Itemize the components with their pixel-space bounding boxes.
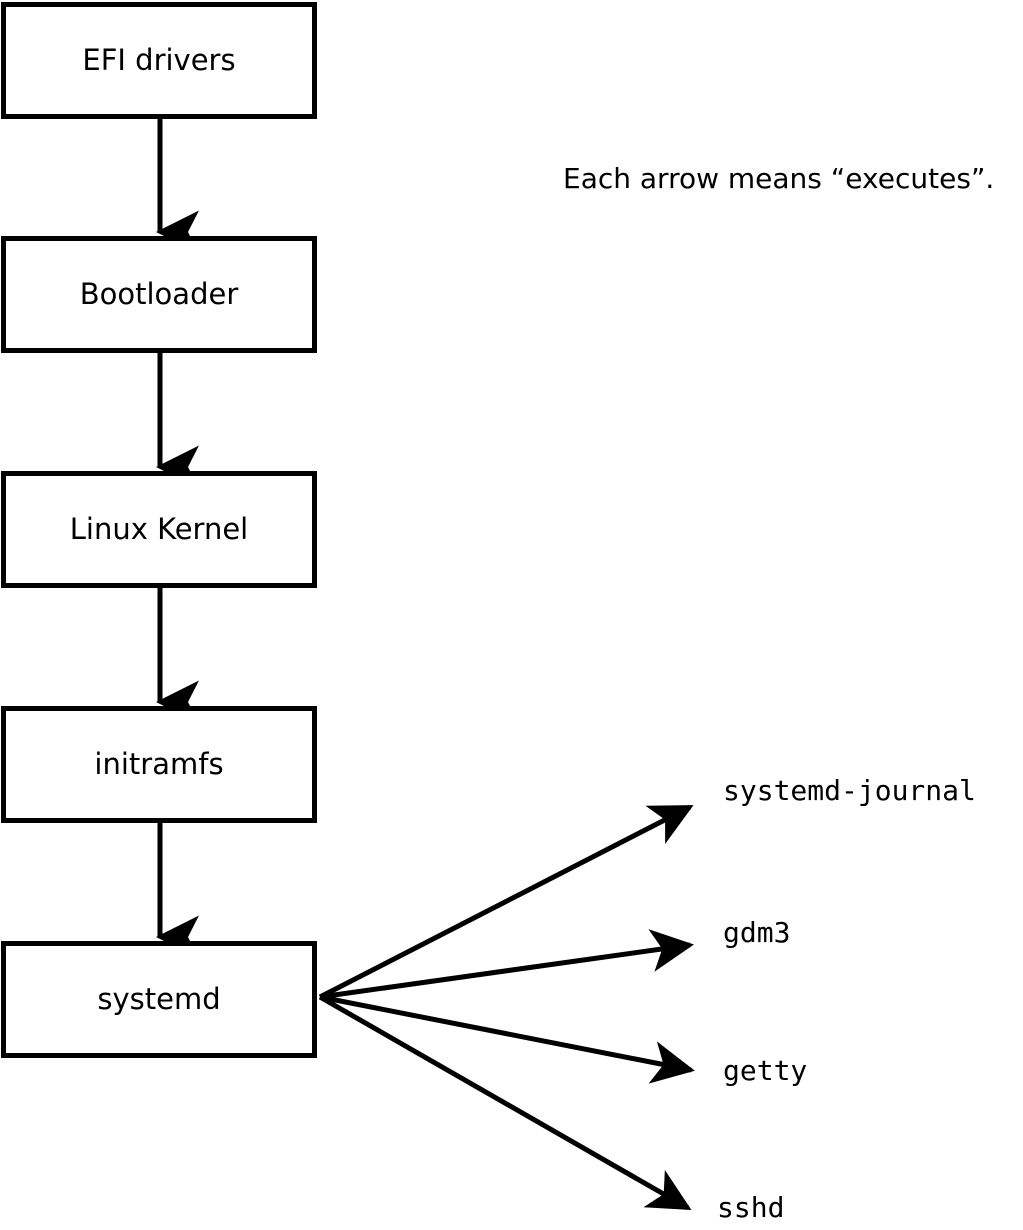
node-initramfs[interactable]: initramfs [1, 706, 317, 823]
service-label-sshd: sshd [717, 1191, 785, 1224]
arrow-systemd-to-gdm3 [319, 929, 694, 1000]
node-label-bootloader: Bootloader [79, 277, 239, 311]
arrow-systemd-to-sshd [318, 994, 692, 1211]
service-label-getty: getty [723, 1054, 808, 1087]
node-systemd[interactable]: systemd [1, 941, 317, 1058]
legend-caption: Each arrow means “executes”. [563, 162, 995, 195]
fanout-arrow-group [318, 804, 695, 1211]
node-efi-drivers[interactable]: EFI drivers [1, 2, 317, 119]
service-label-gdm3: gdm3 [723, 916, 791, 949]
node-label-efi-drivers: EFI drivers [82, 43, 236, 77]
node-bootloader[interactable]: Bootloader [1, 236, 317, 353]
arrow-systemd-to-systemd-journal [318, 804, 694, 1000]
node-linux-kernel[interactable]: Linux Kernel [1, 471, 317, 588]
node-label-linux-kernel: Linux Kernel [69, 512, 249, 546]
node-label-initramfs: initramfs [94, 747, 224, 781]
node-label-systemd: systemd [97, 982, 221, 1016]
arrow-systemd-to-getty [319, 994, 695, 1084]
service-label-systemd-journal: systemd-journal [723, 774, 976, 807]
